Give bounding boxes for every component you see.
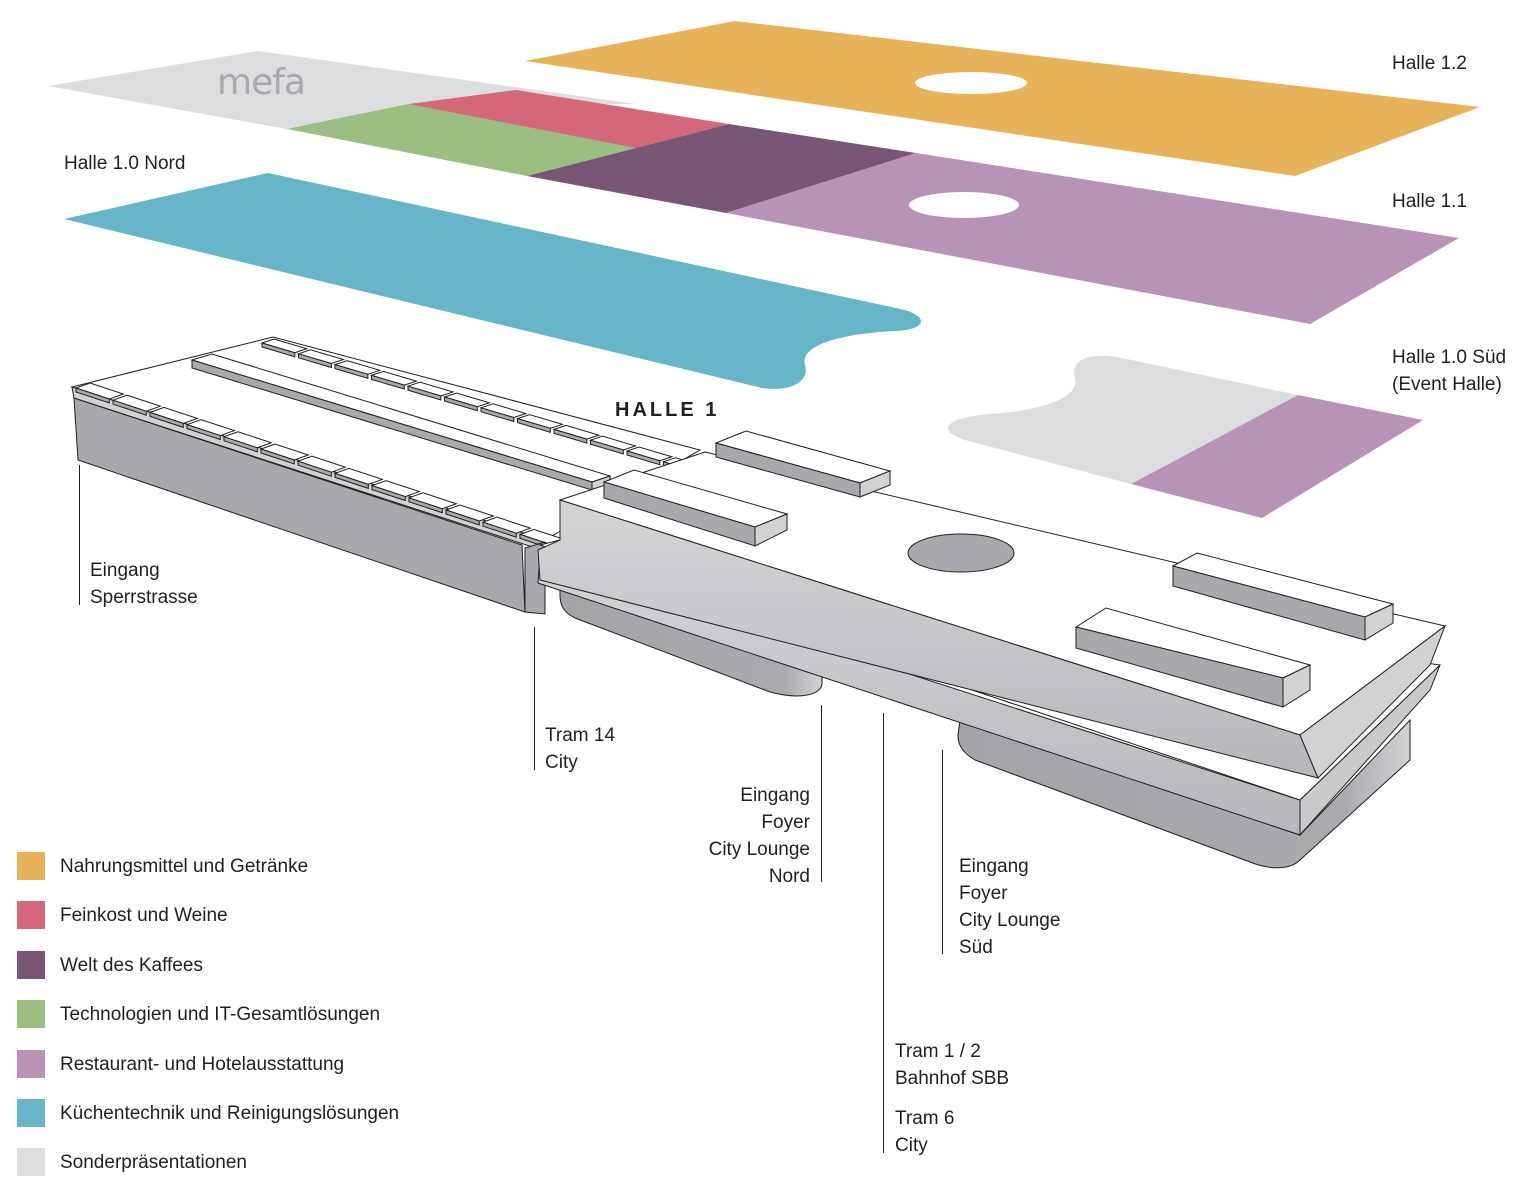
zone-kuechentechnik	[64, 173, 922, 389]
legend-label: Restaurant- und Hotelausstattung	[60, 1053, 345, 1075]
skylight-frame	[223, 436, 258, 453]
legend-swatch	[17, 1148, 45, 1177]
zone-sonder-sued	[947, 355, 1298, 484]
skylight-frame	[553, 428, 588, 444]
floor-plate-halle-1-0-nord	[64, 173, 922, 389]
label-line: Foyer	[761, 812, 810, 833]
label-line: City Lounge	[959, 910, 1061, 931]
entrance-foyer-nord: Eingang Foyer City Lounge Nord	[709, 782, 810, 890]
entrance-tram-6: Tram 6 City	[895, 1105, 954, 1159]
roof-box	[602, 469, 789, 547]
label-halle-1-0-nord: Halle 1.0 Nord	[64, 153, 186, 174]
skylight-frame	[112, 399, 147, 416]
leader-line-tram	[883, 713, 884, 1153]
floor-plate-halle-1-1	[48, 51, 1459, 324]
skylight-frame	[371, 484, 406, 502]
label-line: Süd	[959, 937, 993, 958]
mefa-logo: mefa	[217, 62, 306, 103]
top-slab-end	[1299, 624, 1447, 779]
skylight-frame	[75, 387, 110, 404]
leader-line-foyer-sued	[942, 750, 943, 954]
skylight-frame	[260, 448, 295, 465]
label-line: Tram 14	[545, 725, 616, 746]
label-line: City	[545, 752, 578, 773]
label-line: Eingang	[959, 856, 1029, 877]
label-line: Foyer	[959, 883, 1008, 904]
leader-line-sperrstrasse	[79, 465, 80, 605]
label-halle-1-0-sued: Halle 1.0 Süd (Event Halle)	[1392, 344, 1506, 398]
legend-swatch	[17, 852, 45, 880]
skylight-frame	[482, 521, 517, 538]
legend-label: Nahrungsmittel und Getränke	[60, 856, 309, 877]
skylight-frame	[298, 353, 332, 369]
skylight-frame	[590, 439, 624, 455]
skylight-frame	[334, 363, 369, 379]
zone-sonder-1-1	[48, 51, 636, 129]
legend-label: Sonderpräsentationen	[60, 1152, 247, 1174]
zone-nahrungsmittel	[525, 21, 1480, 176]
legend-swatch	[17, 1049, 45, 1078]
label-line: City Lounge	[708, 839, 810, 860]
building-label: HALLE 1	[615, 399, 720, 421]
entrance-tram14: Tram 14 City	[545, 722, 615, 776]
legend-swatch	[17, 1098, 45, 1127]
legend-swatch	[17, 901, 45, 930]
atrium-opening	[909, 192, 1019, 218]
skylights-front	[74, 382, 569, 551]
label-line: Eingang	[740, 785, 810, 806]
label-line: Bahnhof SBB	[895, 1068, 1010, 1089]
legend-swatch	[17, 950, 45, 979]
label-line: Nord	[768, 866, 810, 887]
leader-line-tram14	[534, 627, 535, 770]
zone-technologie	[287, 104, 636, 176]
roof-box	[714, 430, 892, 498]
skylight-frame	[407, 385, 442, 401]
skylight-frame	[334, 472, 369, 490]
floor-plate-halle-1-0-sued	[947, 355, 1423, 518]
label-halle-1-2: Halle 1.2	[1392, 53, 1467, 74]
entrance-tram-1-2: Tram 1 / 2 Bahnhof SBB	[895, 1038, 1009, 1092]
legend-swatch	[17, 1000, 45, 1029]
roof-box	[1171, 552, 1395, 641]
skylight-frame	[149, 411, 184, 429]
lower-volume-nord	[559, 584, 823, 697]
skylight-frame	[626, 450, 661, 466]
skylight-frame	[444, 396, 478, 412]
leader-line-foyer-nord	[821, 705, 822, 882]
skylight-frame	[445, 509, 480, 526]
floor-plate-halle-1-2	[525, 21, 1480, 176]
skylight-frame	[186, 423, 221, 441]
skylight-frame	[261, 342, 296, 358]
entrance-sperrstrasse: Eingang Sperrstrasse	[90, 557, 198, 611]
legend-label: Küchentechnik und Reinigungslösungen	[60, 1102, 400, 1124]
legend-label: Feinkost und Weine	[60, 905, 228, 927]
label-line: Tram 6	[895, 1108, 955, 1129]
skylight-frame	[371, 374, 405, 390]
legend-label: Technologien und IT-Gesamtlösungen	[60, 1004, 381, 1026]
roof-atrium	[907, 533, 1015, 573]
roof-box	[1074, 607, 1312, 708]
legend-label: Welt des Kaffees	[60, 954, 203, 976]
skylight-frame	[408, 497, 443, 514]
label-line: Eingang	[90, 560, 160, 581]
skylight-frame	[297, 460, 332, 477]
zone-restaurant-1-1	[726, 153, 1459, 324]
zone-restaurant-sued	[1131, 395, 1423, 518]
zone-kaffee	[527, 124, 916, 213]
atrium-opening	[915, 72, 1027, 94]
label-line: Tram 1 / 2	[895, 1041, 981, 1062]
skylight-frame	[480, 407, 515, 423]
label-line: Sperrstrasse	[90, 587, 198, 608]
skylight-frame	[517, 417, 551, 433]
label-line: City	[895, 1135, 928, 1156]
building-halle-1	[70, 336, 1447, 869]
label-line: Halle 1.0 Süd	[1392, 347, 1507, 368]
label-halle-1-1: Halle 1.1	[1392, 191, 1467, 212]
entrance-foyer-sued: Eingang Foyer City Lounge Süd	[959, 853, 1060, 961]
label-line: (Event Halle)	[1392, 374, 1502, 395]
